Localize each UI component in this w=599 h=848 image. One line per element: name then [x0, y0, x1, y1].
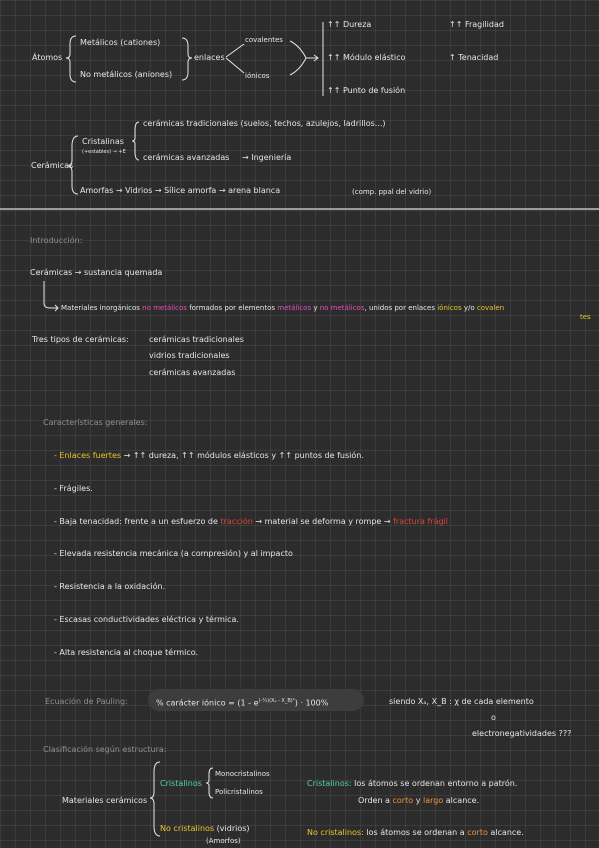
txt-y: y [313, 304, 318, 312]
def-no-cristalinos: No cristalinos: los átomos se ordenan a … [307, 828, 524, 838]
label-ingenieria: → Ingeniería [242, 153, 292, 162]
txt-no-metalicos-2: no metálicos [319, 304, 365, 312]
txt-corto-2: corto [467, 828, 488, 837]
txt-exponent: (-¼)(Xₐ - X_B)² [258, 698, 295, 704]
label-amorfas: Amorfas → Vidrios → Sílice amorfa → aren… [80, 186, 281, 195]
txt-yo: y/o [463, 304, 475, 312]
label-covalentes: covalentes [245, 36, 283, 44]
char-fragiles: - Frágiles. [54, 484, 93, 493]
char-choque-termico: - Alta resistencia al choque térmico. [54, 648, 199, 657]
brace-materiales [149, 761, 161, 837]
txt-enlaces-fuertes: - Enlaces fuertes [54, 451, 122, 460]
label-ionicos: iónicos [245, 72, 270, 80]
txt-fractura-fragil: fractura frágil [393, 517, 448, 526]
def-cristalinos: Cristalinos: los átomos se ordenan entor… [307, 779, 517, 789]
label-materiales: Materiales cerámicos [62, 796, 148, 805]
section-divider [0, 208, 599, 210]
arrow-covalentes [225, 43, 245, 58]
txt-def-ordenan: los átomos se ordenan a [366, 828, 465, 837]
txt-traccion: tracción [220, 517, 253, 526]
note-cristalinas: (+estables) → +E [82, 149, 126, 155]
txt-orden-a: Orden a [358, 796, 390, 805]
arrow-hook [43, 281, 59, 312]
txt-vidrios: (vidrios) [216, 824, 250, 833]
label-avanzadas: cerámicas avanzadas [143, 153, 230, 162]
brace-cristalinos [205, 767, 214, 799]
arrow-ionicos [225, 57, 245, 74]
txt-tes: tes [580, 313, 591, 321]
txt-ionicos: iónicos [437, 304, 462, 312]
char-tenacidad: - Baja tenacidad: frente a un esfuerzo d… [54, 517, 448, 527]
txt-formados: formados por elementos [189, 304, 276, 312]
tipos-label: Tres tipos de cerámicas: [32, 335, 129, 344]
pauling-formula: % carácter iónico = (1 - e(-¼)(Xₐ - X_B)… [156, 696, 328, 709]
label-tradicionales: cerámicas tradicionales (suelos, techos,… [143, 119, 386, 128]
prop-punto-fusion: ↑↑ Punto de fusión [327, 86, 406, 95]
txt-deforma: → material se deforma y rompe → [255, 517, 391, 526]
pauling-label: Ecuación de Pauling: [45, 697, 128, 706]
pauling-formula-box [148, 689, 364, 711]
txt-enlaces-result: → ↑↑ dureza, ↑↑ módulos elásticos y ↑↑ p… [123, 451, 364, 460]
label-atomos: Átomos [32, 53, 63, 62]
txt-no-cristalinos: No cristalinos [160, 824, 215, 833]
txt-alcance-2: alcance. [490, 828, 524, 837]
brace-ceramicas [67, 135, 79, 195]
txt-no-metalicos-1: no metálicos [142, 304, 187, 312]
txt-def-no-cristalinos: No cristalinos: [307, 828, 364, 837]
txt-formula: % carácter iónico = (1 - e [156, 698, 259, 708]
label-cristalinas: Cristalinas [82, 137, 124, 146]
tipo-2: vidrios tradicionales [149, 351, 230, 360]
char-enlaces: - Enlaces fuertes → ↑↑ dureza, ↑↑ módulo… [54, 451, 364, 461]
prop-dureza: ↑↑ Dureza [327, 20, 372, 29]
tipo-3: cerámicas avanzadas [149, 368, 236, 377]
txt-alcance-1: alcance. [445, 796, 480, 805]
char-conductividad: - Escasas conductividades eléctrica y té… [54, 615, 239, 624]
prop-tenacidad: ↑ Tenacidad [449, 53, 499, 62]
pauling-siendo: siendo Xₐ, X_B : χ de cada elemento [389, 697, 534, 706]
txt-y-2: y [415, 796, 421, 805]
char-resistencia-mecanica: - Elevada resistencia mecánica (a compre… [54, 549, 293, 558]
txt-covalen: covalen [476, 304, 505, 312]
intro-materials-line: Materiales inorgánicos no metálicos form… [61, 303, 504, 313]
txt-formula-tail: ) · 100% [294, 698, 329, 708]
label-ceramicas: Cerámicas [31, 161, 74, 170]
caracteristicas-heading: Características generales: [43, 418, 148, 427]
def-orden: Orden a corto y largo alcance. [358, 796, 479, 806]
clasificacion-heading: Clasificación según estructura: [43, 745, 167, 754]
label-no-metalicos: No metálicos (aniones) [80, 70, 173, 79]
label-metalicos: Metálicos (cationes) [80, 38, 161, 47]
label-enlaces: enlaces [194, 53, 225, 62]
prop-modulo: ↑↑ Módulo elástico [327, 53, 406, 62]
tipo-1: cerámicas tradicionales [149, 335, 244, 344]
txt-def-cristalinos: Cristalinos: [307, 779, 352, 788]
txt-largo: largo [422, 796, 444, 805]
txt-corto-1: corto [392, 796, 414, 805]
txt-def-patron: los átomos se ordenan entorno a patrón. [354, 779, 518, 788]
label-comp: (comp. ppal del vidrio) [352, 188, 432, 196]
label-no-cristalinos-group: No cristalinos (vidrios) [160, 824, 250, 834]
txt-baja-tenacidad: - Baja tenacidad: frente a un esfuerzo d… [54, 517, 218, 526]
prop-fragilidad: ↑↑ Fragilidad [449, 20, 504, 29]
intro-definition: Cerámicas → sustancia quemada [30, 268, 163, 277]
txt-metalicos: metálicos [277, 304, 312, 312]
brace-cristalinas [131, 121, 140, 161]
brace-atomos [65, 35, 77, 83]
label-amorfos: (Amorfos) [206, 837, 241, 845]
label-mono: Monocristalinos [215, 770, 270, 778]
arrow-join [289, 40, 319, 76]
brace-enlaces [181, 37, 193, 81]
pauling-electro: electronegatividades ??? [472, 729, 572, 738]
pauling-o: o [491, 713, 496, 722]
txt-unidos: , unidos por enlaces [364, 304, 435, 312]
intro-heading: Introducción: [30, 236, 83, 245]
label-poli: Policristalinos [215, 788, 263, 796]
char-oxidacion: - Resistencia a la oxidación. [54, 582, 166, 591]
txt-inorganicos: Materiales inorgánicos [61, 304, 140, 312]
label-cristalinos: Cristalinos [160, 779, 202, 788]
